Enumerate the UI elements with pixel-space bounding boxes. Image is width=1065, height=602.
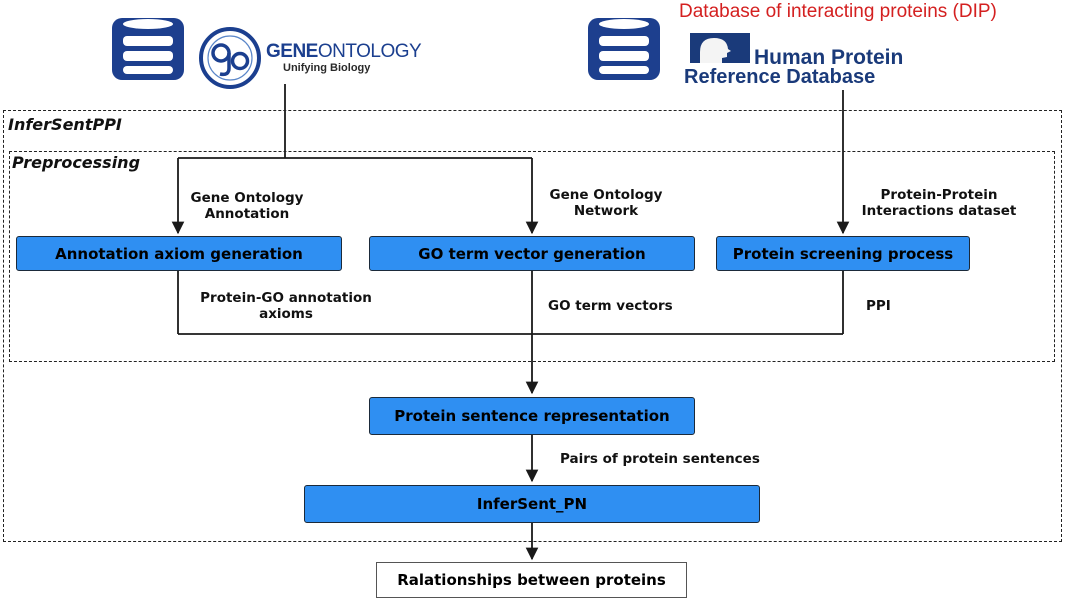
go-logo-icon (199, 27, 261, 89)
geneontology-name-bold: GENE (266, 41, 318, 62)
infersent-pn-box: InferSent_PN (304, 485, 760, 523)
go-network-label-line1: Gene Ontology (549, 187, 663, 203)
preprocessing-frame (9, 151, 1055, 362)
relationships-output-box: Ralationships between proteins (376, 562, 687, 598)
pairs-label: Pairs of protein sentences (560, 451, 760, 467)
protein-screening-process-box: Protein screening process (716, 236, 970, 271)
axioms-label-line2: axioms (259, 306, 313, 322)
go-term-vectors-label: GO term vectors (548, 298, 673, 314)
ppi-dataset-label-line1: Protein-Protein (880, 187, 998, 203)
ppi-dataset-label-line2: Interactions dataset (861, 203, 1017, 219)
database-icon-go (112, 18, 184, 80)
geneontology-tagline: Unifying Biology (283, 62, 371, 74)
ppi-label: PPI (866, 298, 891, 314)
geneontology-name-rest: ONTOLOGY (317, 41, 422, 62)
annotation-axiom-generation-box: Annotation axiom generation (16, 236, 342, 271)
go-annotation-label-line2: Annotation (204, 206, 290, 222)
infersentppi-frame-title: InferSentPPI (8, 115, 122, 134)
database-icon-dip (588, 18, 660, 80)
go-term-vector-generation-box: GO term vector generation (369, 236, 695, 271)
infersentppi-frame (3, 110, 1062, 542)
preprocessing-frame-title: Preprocessing (12, 153, 141, 172)
go-network-label: Gene Ontology Network (540, 187, 672, 219)
protein-sentence-representation-box: Protein sentence representation (369, 397, 695, 435)
hprd-title-line2: Reference Database (684, 66, 876, 88)
dip-label: Database of interacting proteins (DIP) (679, 1, 997, 22)
axioms-label-line1: Protein-GO annotation (200, 290, 372, 306)
go-network-label-line2: Network (573, 203, 639, 219)
go-annotation-label: Gene Ontology Annotation (188, 190, 306, 222)
axioms-label: Protein-GO annotation axioms (186, 290, 386, 322)
geneontology-wordmark: GENEONTOLOGY (266, 41, 422, 63)
hprd-title-line1: Human Protein (754, 46, 904, 69)
hprd-logo-icon (690, 33, 750, 63)
ppi-dataset-label: Protein-Protein Interactions dataset (847, 187, 1031, 219)
go-annotation-label-line1: Gene Ontology (190, 190, 304, 206)
